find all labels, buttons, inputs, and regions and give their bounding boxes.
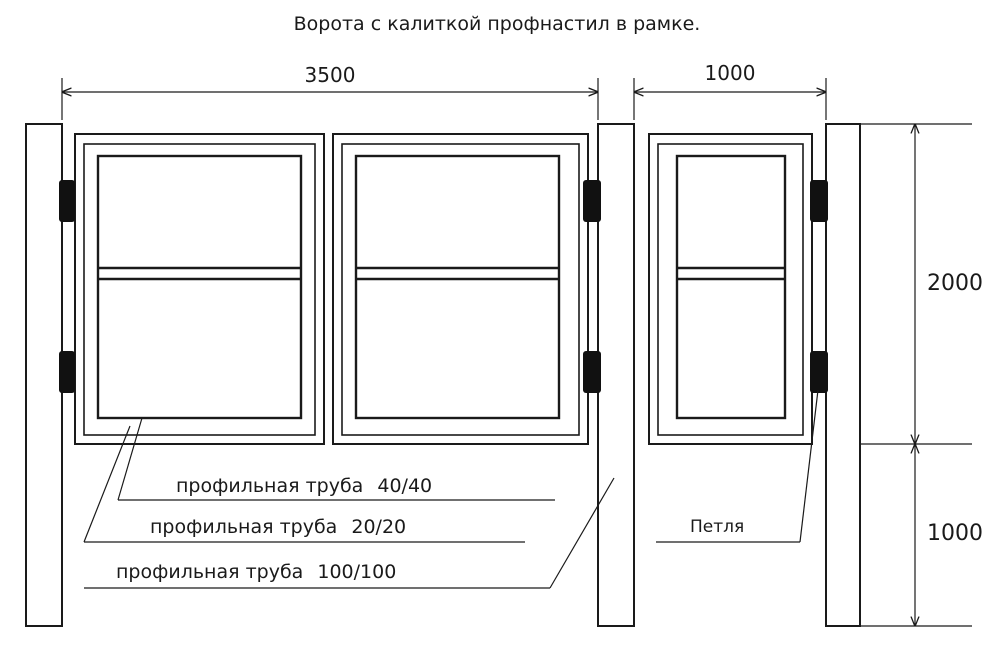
hinge-middle-bottom bbox=[583, 351, 601, 393]
callout-pipe-20: профильная труба 20/20 bbox=[83, 425, 525, 543]
callout-pipe-100-name: профильная труба bbox=[116, 561, 303, 583]
hinge-left-top bbox=[59, 180, 75, 222]
post-right bbox=[825, 123, 861, 627]
wicket-leaf bbox=[648, 133, 813, 445]
dimension-heights: 2000 1000 bbox=[860, 123, 983, 627]
callout-pipe-40-name: профильная труба bbox=[176, 475, 363, 497]
callout-hinge-label: Петля bbox=[690, 517, 744, 537]
gate-leaf-right bbox=[332, 133, 589, 445]
wicket-width-label: 1000 bbox=[705, 61, 756, 85]
gate-leaf-left bbox=[74, 133, 325, 445]
dimension-gate-width: 3500 bbox=[61, 63, 599, 120]
gate-height-label: 2000 bbox=[927, 271, 983, 296]
callout-pipe-20-name: профильная труба bbox=[150, 516, 337, 538]
hinge-right-bottom bbox=[810, 351, 828, 393]
hinge-left-bottom bbox=[59, 351, 75, 393]
dimension-wicket-width: 1000 bbox=[633, 61, 827, 120]
svg-text:профильная труба 20/20: профильная труба 20/20 bbox=[150, 516, 406, 538]
callout-pipe-100-size: 100/100 bbox=[317, 561, 396, 583]
post-left bbox=[25, 123, 63, 627]
callout-pipe-20-size: 20/20 bbox=[351, 516, 406, 538]
hinge-right-top bbox=[810, 180, 828, 222]
svg-text:профильная труба 100/100: профильная труба 100/100 bbox=[116, 561, 396, 583]
post-below-label: 1000 bbox=[927, 521, 983, 546]
svg-text:профильная труба 40/40: профильная труба 40/40 bbox=[176, 475, 432, 497]
post-middle bbox=[597, 123, 635, 627]
gate-width-label: 3500 bbox=[305, 63, 356, 87]
callout-pipe-40-size: 40/40 bbox=[377, 475, 432, 497]
callout-pipe-100: профильная труба 100/100 bbox=[84, 477, 615, 589]
callout-hinge: Петля bbox=[656, 389, 819, 543]
callout-pipe-40: профильная труба 40/40 bbox=[117, 417, 555, 501]
hinge-middle-top bbox=[583, 180, 601, 222]
drawing-title: Ворота с калиткой профнастил в рамке. bbox=[294, 13, 701, 35]
